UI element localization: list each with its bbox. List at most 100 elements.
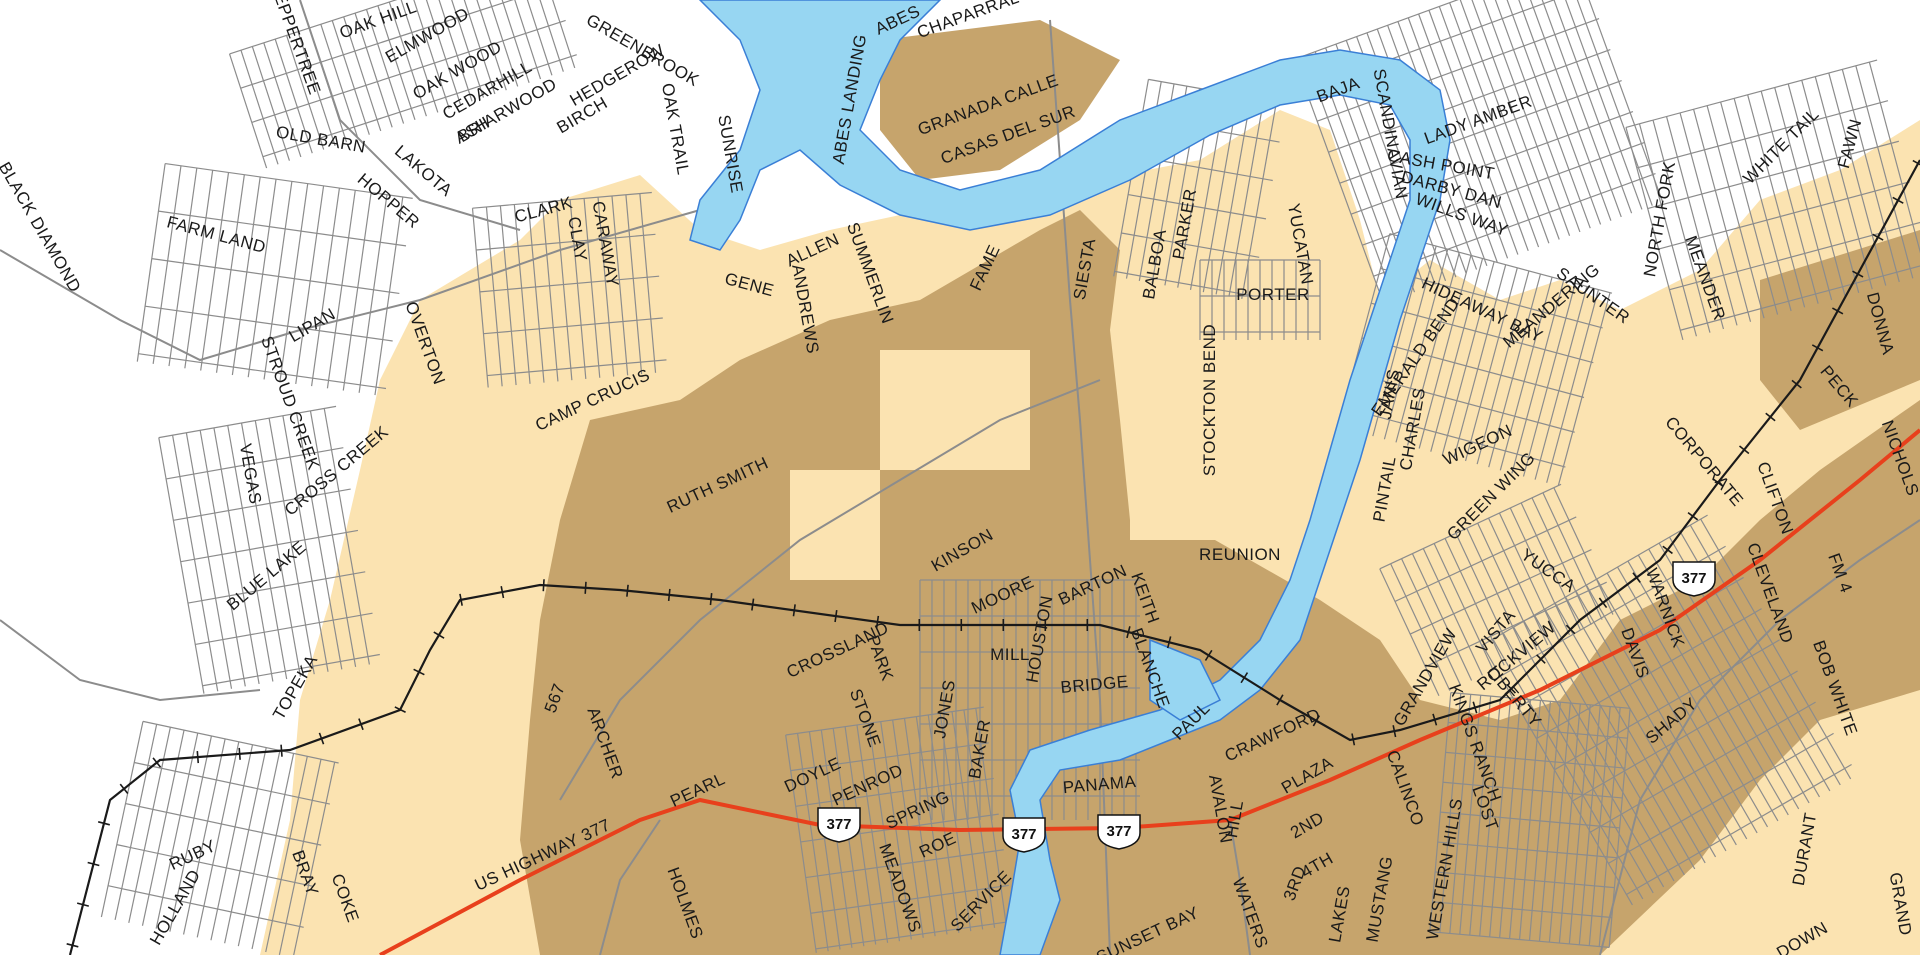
street-line bbox=[1636, 100, 1889, 169]
street-line bbox=[1481, 644, 1633, 906]
street-line bbox=[476, 233, 656, 251]
street-line bbox=[457, 0, 496, 95]
street-line bbox=[795, 777, 994, 807]
street-line bbox=[136, 163, 166, 362]
street-line bbox=[263, 181, 293, 380]
street-line bbox=[1441, 261, 1495, 455]
street-block bbox=[471, 191, 667, 388]
street-line bbox=[639, 193, 657, 373]
street-line bbox=[1121, 232, 1260, 258]
street-line bbox=[1361, 337, 1585, 399]
street-line bbox=[1868, 62, 1920, 275]
street-line bbox=[951, 711, 984, 930]
street-line bbox=[1390, 563, 1451, 691]
street-line bbox=[1440, 811, 1620, 829]
street-line bbox=[1343, 406, 1566, 468]
railroad-tick bbox=[1832, 307, 1844, 315]
railroad-tick bbox=[1392, 725, 1397, 738]
street-block bbox=[1625, 59, 1920, 341]
street-line bbox=[240, 422, 288, 680]
street-line bbox=[411, 0, 450, 109]
street-line bbox=[1482, 514, 1708, 646]
street-line bbox=[491, 0, 530, 83]
street-line bbox=[1658, 181, 1910, 250]
railroad-tick bbox=[119, 783, 129, 794]
street-line bbox=[1814, 76, 1873, 290]
street-line bbox=[1608, 732, 1834, 864]
street-line bbox=[251, 19, 566, 123]
street-line bbox=[1476, 270, 1530, 465]
street-line bbox=[196, 741, 240, 938]
street-line bbox=[1692, 109, 1752, 322]
street-line bbox=[1464, 267, 1518, 462]
street-line bbox=[1554, 602, 1706, 864]
railroad-tick bbox=[1912, 159, 1920, 166]
street-line bbox=[274, 38, 313, 154]
street-line bbox=[1509, 507, 1571, 636]
street-line bbox=[611, 195, 629, 376]
street-line bbox=[434, 0, 473, 102]
lake bbox=[689, 0, 1451, 955]
railroad-tick bbox=[318, 732, 325, 745]
railroad-tick bbox=[584, 581, 587, 594]
street-line bbox=[1733, 98, 1792, 312]
street-line bbox=[422, 0, 462, 106]
street-line bbox=[805, 849, 1004, 879]
street-line bbox=[1411, 553, 1473, 681]
railroad-tick bbox=[1276, 694, 1284, 706]
street-line bbox=[1445, 751, 1625, 769]
street-line bbox=[231, 176, 261, 376]
street-line bbox=[1638, 123, 1698, 337]
street-line bbox=[1383, 245, 1437, 440]
street-line bbox=[200, 172, 230, 371]
street-line bbox=[282, 415, 329, 672]
street-line bbox=[295, 185, 325, 384]
street-line bbox=[180, 529, 359, 563]
street-line bbox=[374, 196, 404, 396]
railroad-tick bbox=[1632, 572, 1641, 583]
railroad-tick bbox=[1662, 545, 1673, 555]
street-line bbox=[569, 199, 587, 380]
street-line bbox=[1444, 538, 1505, 666]
street-line bbox=[1394, 516, 1577, 602]
street-line bbox=[1498, 512, 1560, 641]
railroad-tick bbox=[1432, 713, 1438, 726]
street-line bbox=[1606, 572, 1758, 834]
light-parcel bbox=[1130, 340, 1330, 540]
major-road bbox=[559, 379, 1101, 801]
railroad-tick bbox=[1598, 597, 1608, 609]
street-line bbox=[785, 706, 984, 736]
street-line bbox=[1596, 578, 1748, 840]
street-line bbox=[1562, 0, 1653, 206]
street-line bbox=[1546, 289, 1600, 483]
street-line bbox=[541, 202, 559, 382]
street-line bbox=[296, 413, 343, 670]
street-line bbox=[171, 435, 219, 692]
street-line bbox=[537, 0, 576, 69]
street-line bbox=[1455, 533, 1516, 661]
street-line bbox=[358, 194, 388, 393]
street-line bbox=[785, 734, 817, 953]
railroad-tick bbox=[500, 586, 505, 599]
street-line bbox=[880, 721, 912, 940]
street-line bbox=[1407, 17, 1498, 263]
street-line bbox=[165, 447, 344, 480]
street-line bbox=[1459, 0, 1550, 244]
street-line bbox=[185, 432, 233, 689]
street-block bbox=[1337, 233, 1613, 486]
street-line bbox=[323, 408, 370, 665]
street-line bbox=[251, 46, 291, 161]
street-line bbox=[502, 0, 542, 80]
street-line bbox=[1855, 65, 1914, 279]
street-line bbox=[1202, 95, 1239, 293]
street-line bbox=[240, 50, 279, 165]
street-line bbox=[1841, 69, 1900, 283]
street-line bbox=[1228, 99, 1265, 297]
street-line bbox=[168, 167, 198, 367]
street-line bbox=[1425, 581, 1607, 668]
street-line bbox=[1466, 527, 1527, 656]
dark-zone-north bbox=[880, 20, 1120, 180]
street-line bbox=[815, 920, 1014, 950]
